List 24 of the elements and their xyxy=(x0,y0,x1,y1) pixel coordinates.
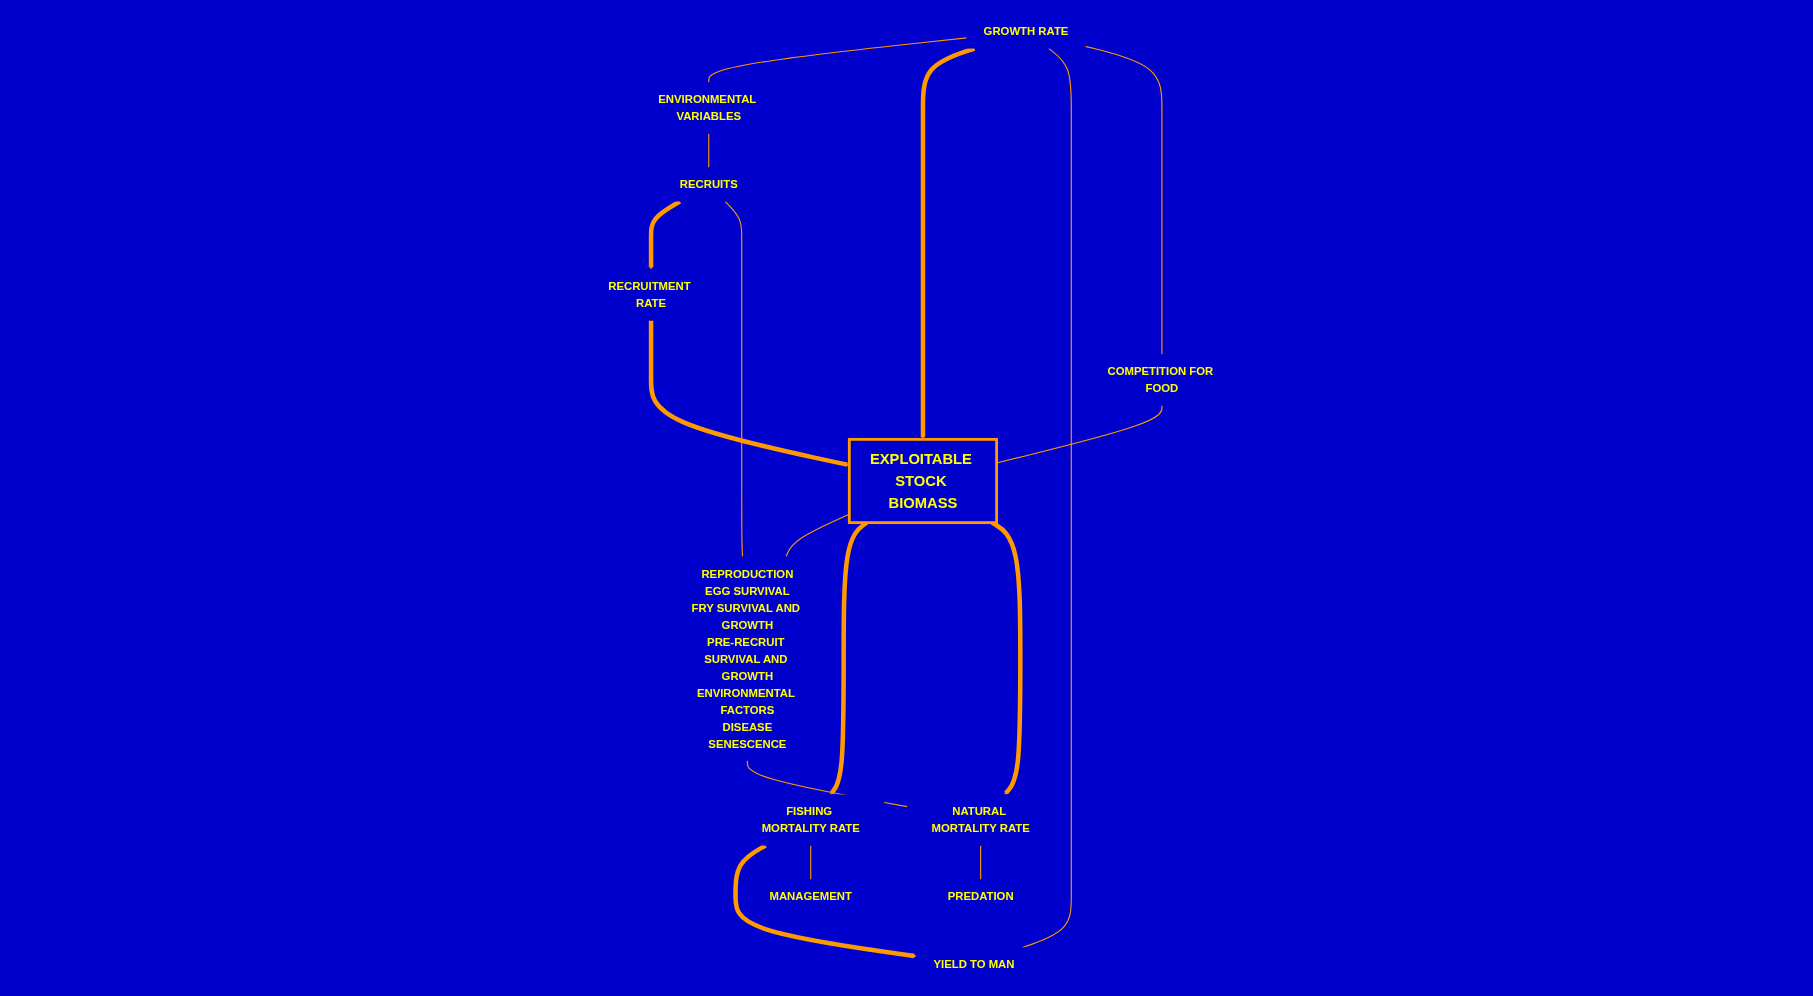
node-text: GROWTH RATE xyxy=(983,25,1069,38)
connector xyxy=(785,513,850,558)
node-box: EXPLOITABLE STOCK BIOMASS xyxy=(847,437,999,525)
node-text: YIELD TO MAN xyxy=(933,958,1015,971)
node-text: NATURAL MORTALITY RATE xyxy=(931,805,1030,835)
node-text: MANAGEMENT xyxy=(769,890,852,903)
connector xyxy=(980,844,982,881)
arrow xyxy=(648,320,850,467)
arrow xyxy=(648,199,682,270)
connector xyxy=(708,37,968,84)
connector xyxy=(1084,45,1163,355)
connector xyxy=(996,404,1163,464)
node-text: RECRUITS xyxy=(679,178,738,191)
connector xyxy=(1022,47,1072,949)
connector xyxy=(708,132,710,169)
node-text: COMPETITION FOR FOOD xyxy=(1107,365,1214,395)
node-text: REPRODUCTION EGG SURVIVAL FRY SURVIVAL AND GROWTH PRE-RECRUIT SURVIVAL AND GROWTH ENVIRONMENTAL FACTORS DISEASE SENESCENCE xyxy=(691,567,801,750)
node-text: ENVIRONMENTAL VARIABLES xyxy=(658,93,757,123)
connector xyxy=(724,200,744,558)
arrow xyxy=(920,46,976,440)
arrow xyxy=(733,843,917,959)
connector xyxy=(810,844,812,881)
node-text: PREDATION xyxy=(947,890,1014,903)
node-text: RECRUITMENT RATE xyxy=(608,280,691,310)
